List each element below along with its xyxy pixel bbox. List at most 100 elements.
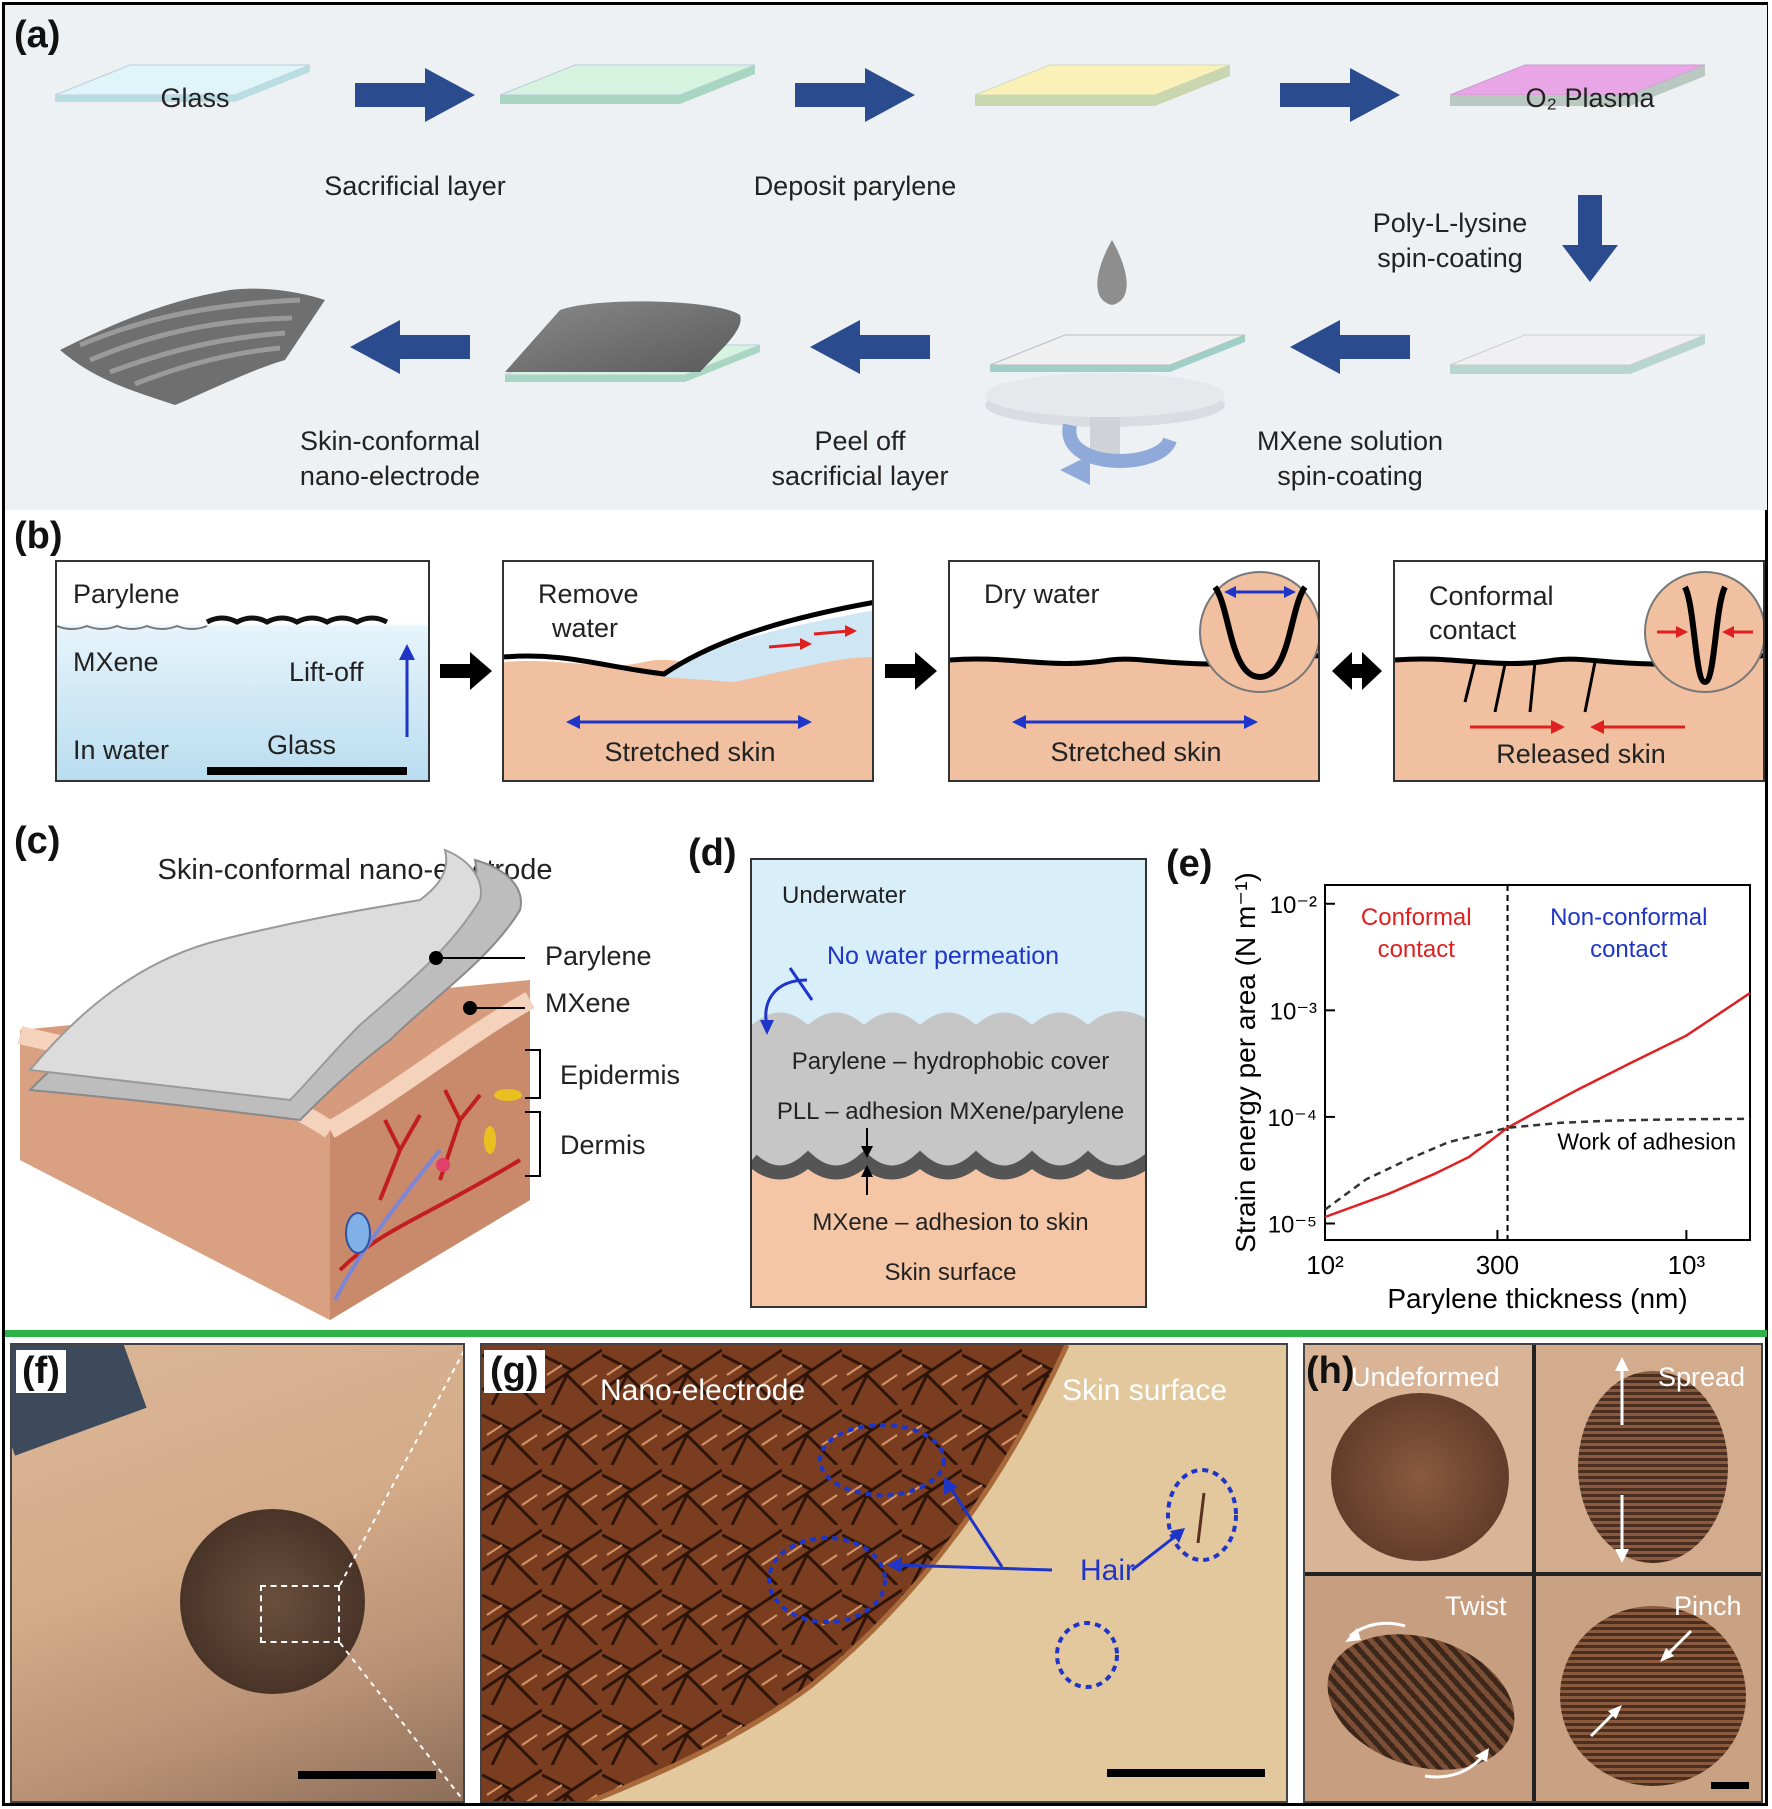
h-twist-arrows: [1345, 1621, 1489, 1779]
label-nano-electrode: nano-electrode: [299, 461, 481, 491]
h-undeformed-photo: Undeformed: [1305, 1345, 1532, 1572]
label-peel-off: Peel off: [814, 426, 906, 456]
peeled-slab: [504, 301, 761, 382]
panel-b-step-1: Parylene MXene Lift-off In water Glass: [55, 560, 430, 782]
h-undeformed-electrode: [1331, 1393, 1509, 1561]
skin-section-illustration: [17, 848, 541, 1320]
panel-b-step-4: Conformal contact Released skin: [1393, 560, 1765, 782]
label-spread: Spread: [1658, 1362, 1746, 1392]
scale-bar-f: [298, 1771, 436, 1779]
x-tick-label: 300: [1476, 1250, 1519, 1280]
label-skin-surface-d: Skin surface: [884, 1259, 1017, 1286]
region-left-line1: Conformal: [1361, 904, 1472, 931]
label-mxene-c: MXene: [545, 988, 631, 1018]
label-underwater: Underwater: [782, 882, 907, 909]
glass-slab: [54, 64, 311, 102]
label-mxene-b: MXene: [73, 647, 159, 677]
zoom-box: [260, 1585, 340, 1643]
nano-electrode-film: [60, 288, 325, 405]
panel-b-step-3: Dry water Stretched skin: [948, 560, 1320, 782]
label-dermis: Dermis: [560, 1130, 646, 1160]
label-twist: Twist: [1445, 1591, 1507, 1621]
label-contact: contact: [1429, 615, 1517, 645]
pll-slab: [1449, 334, 1706, 374]
y-tick-label: 10⁻³: [1270, 998, 1317, 1025]
label-mxene-solution: MXene solution: [1256, 426, 1444, 456]
dry-water-drawing: [950, 571, 1318, 780]
remove-water-drawing: [504, 600, 872, 780]
label-glass-b: Glass: [267, 730, 337, 760]
arrow-b-2: [885, 652, 937, 690]
panel-d-diagram: Underwater No water permeation Parylene …: [750, 858, 1147, 1308]
arrow-left-1: [1290, 320, 1410, 374]
label-o2-plasma: O₂ Plasma: [1525, 83, 1655, 113]
panel-f-photo: [10, 1343, 465, 1803]
label-pll-spin-coating: spin-coating: [1377, 243, 1523, 273]
work-of-adhesion-label: Work of adhesion: [1557, 1128, 1736, 1154]
conformal-contact-drawing: [1395, 571, 1763, 780]
label-stretched-skin-1: Stretched skin: [604, 737, 776, 767]
label-pll-adhesion: PLL – adhesion MXene/parylene: [776, 1098, 1125, 1125]
arrow-left-2: [810, 320, 930, 374]
zoom-lines: [339, 1350, 463, 1801]
y-tick-label: 10⁻²: [1270, 892, 1317, 919]
label-remove: Remove: [538, 579, 639, 609]
arrow-right-3: [1280, 68, 1400, 122]
arrow-down: [1562, 195, 1618, 282]
label-sacrificial-layer: Sacrificial layer: [324, 171, 506, 201]
arrow-right-1: [355, 68, 475, 122]
h-pinch-photo: Pinch: [1536, 1576, 1761, 1801]
label-peel-sacrificial: sacrificial layer: [771, 461, 949, 491]
panel-g-label: (g): [484, 1350, 545, 1393]
micrograph-drawing: [482, 1345, 1238, 1801]
label-no-water-permeation: No water permeation: [827, 942, 1060, 970]
label-stretched-skin-2: Stretched skin: [1050, 737, 1222, 767]
label-poly-l-lysine: Poly-L-lysine: [1372, 208, 1528, 238]
panel-d-label: (d): [688, 832, 737, 874]
arrow-b-1: [440, 652, 492, 690]
label-undeformed: Undeformed: [1351, 1362, 1500, 1392]
label-mxene-spin-coating: spin-coating: [1277, 461, 1423, 491]
y-tick-label: 10⁻⁵: [1268, 1211, 1317, 1238]
x-axis-label: Parylene thickness (nm): [1387, 1283, 1687, 1314]
panel-b-connector-arrows: [440, 652, 1382, 690]
label-mxene-adhesion: MXene – adhesion to skin: [812, 1209, 1089, 1236]
region-left-line2: contact: [1378, 936, 1456, 963]
sacrificial-slab: [499, 64, 756, 104]
label-skin-surface-g: Skin surface: [1062, 1374, 1228, 1407]
panel-e-label: (e): [1166, 843, 1213, 885]
h-spread-photo: Spread: [1536, 1345, 1761, 1572]
plasma-slab: [1449, 64, 1706, 106]
arrow-b-3: [1332, 652, 1382, 690]
label-parylene-b: Parylene: [73, 579, 180, 609]
label-hair: Hair: [1080, 1554, 1136, 1587]
plot-area: [1324, 884, 1751, 1241]
spin-coater: [985, 240, 1246, 485]
electrode-patch: [180, 1509, 365, 1694]
panel-f-label: (f): [16, 1350, 66, 1393]
work-of-adhesion-line: [1324, 1117, 1751, 1211]
h-spread-electrode: [1578, 1371, 1728, 1563]
panel-a-label: (a): [14, 14, 61, 56]
label-epidermis: Epidermis: [560, 1060, 681, 1090]
y-tick-label: 10⁻⁴: [1267, 1105, 1317, 1132]
label-dry-water: Dry water: [984, 579, 1100, 609]
x-tick-label: 10³: [1668, 1250, 1706, 1280]
label-deposit-parylene: Deposit parylene: [753, 171, 957, 201]
label-parylene-cover: Parylene – hydrophobic cover: [791, 1048, 1110, 1075]
panel-g-photo: Nano-electrode Skin surface Hair: [480, 1343, 1288, 1803]
panel-h-label: (h): [1306, 1350, 1355, 1392]
label-in-water: In water: [73, 735, 170, 765]
label-lift-off: Lift-off: [289, 657, 364, 687]
arrow-right-2: [795, 68, 915, 122]
parylene-slab: [974, 64, 1231, 106]
label-glass: Glass: [160, 83, 230, 113]
arrow-left-3: [350, 320, 470, 374]
label-conformal: Conformal: [1429, 581, 1554, 611]
label-released-skin: Released skin: [1496, 739, 1666, 769]
y-axis-label: Strain energy per area (N m⁻¹): [1230, 872, 1261, 1252]
label-parylene-c: Parylene: [545, 941, 652, 971]
panel-c-label: (c): [14, 820, 61, 862]
